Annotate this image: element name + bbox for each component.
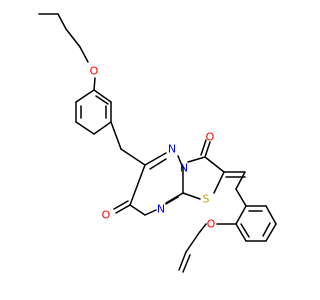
atom-label-o-carbonyl-left: O bbox=[102, 209, 111, 222]
atom-label-o-allyloxy: O bbox=[207, 218, 216, 231]
atom-label-s-thiazole: S bbox=[203, 193, 210, 206]
atom-label-n-upper: N bbox=[168, 143, 176, 156]
bond-lines bbox=[38, 13, 277, 273]
atom-label-n-bridge: N bbox=[180, 162, 188, 175]
chemical-structure-drawing: O N N O S N O O bbox=[38, 13, 277, 273]
atom-label-n-lower: N bbox=[157, 203, 165, 216]
atom-label-o-carbonyl-right: O bbox=[206, 131, 215, 144]
atom-label-o-ether-top: O bbox=[90, 65, 99, 78]
atom-labels: O N N O S N O O bbox=[90, 65, 216, 231]
